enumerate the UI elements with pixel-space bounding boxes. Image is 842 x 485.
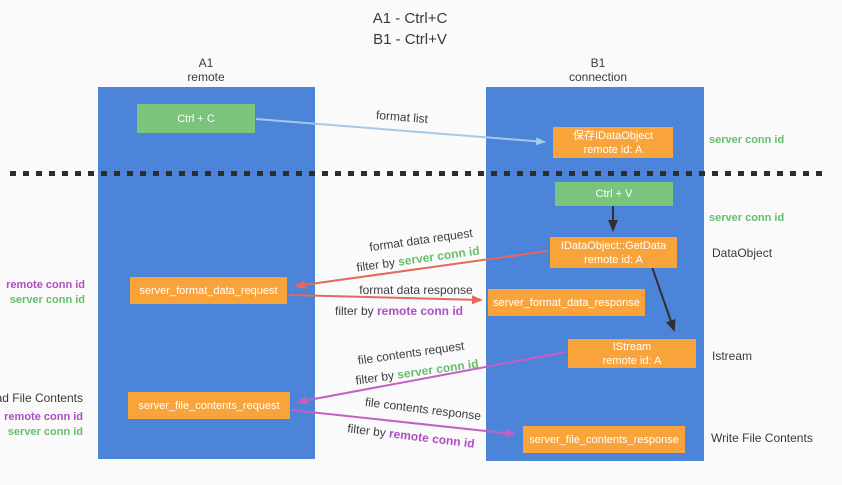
lane-a1-name: A1 [198, 56, 214, 70]
label-filter-by-remote-conn-id-2: filter by remote conn id [347, 421, 476, 450]
node-save-idataobject-line2: remote id: A [583, 143, 643, 156]
node-istream-line2: remote id: A [602, 354, 662, 367]
node-save-idataobject: 保存IDataObject remote id: A [553, 127, 673, 158]
node-getdata-line2: remote id: A [584, 253, 643, 266]
node-file-request-label: server_file_contents_request [138, 399, 280, 412]
lane-header-a1: A1 remote [136, 56, 276, 84]
label-filter-by-remote-conn-id-1: filter by remote conn id [335, 304, 463, 318]
server-conn-id-label: server conn id [7, 426, 83, 438]
node-server-format-data-response: server_format_data_response [488, 289, 645, 316]
label-format-list: format list [375, 107, 429, 127]
dataobject-label: DataObject [712, 246, 773, 260]
node-ctrl-v: Ctrl + V [555, 182, 673, 206]
right-server-conn-id-top: server conn id [709, 134, 785, 146]
read-file-contents-label: Read File Contents [0, 391, 83, 405]
node-getdata-line1: IDataObject::GetData [560, 239, 667, 252]
filter-by-text: filter by [334, 304, 377, 318]
node-istream: IStream remote id: A [568, 339, 696, 368]
remote-conn-id-text: remote conn id [388, 426, 476, 451]
node-idataobject-getdata: IDataObject::GetData remote id: A [550, 237, 677, 268]
istream-label: Istream [712, 349, 753, 363]
lane-b1-subtitle: connection [568, 70, 628, 84]
remote-conn-id-text: remote conn id [377, 304, 464, 318]
node-file-response-label: server_file_contents_response [529, 433, 679, 446]
left-conn-id-block-bottom: remote conn id server conn id [4, 410, 83, 440]
filter-by-text: filter by [354, 367, 399, 388]
left-conn-id-block-top: remote conn id server conn id [6, 278, 85, 308]
node-ctrl-v-label: Ctrl + V [595, 188, 633, 200]
session-divider-line [10, 171, 826, 176]
node-istream-line1: IStream [612, 340, 652, 353]
remote-conn-id-label: remote conn id [6, 279, 85, 291]
right-server-conn-id-mid: server conn id [709, 212, 785, 224]
node-server-file-contents-request: server_file_contents_request [128, 392, 290, 419]
node-ctrl-c-label: Ctrl + C [177, 112, 215, 125]
node-server-file-contents-response: server_file_contents_response [523, 426, 685, 453]
label-format-data-response: format data response [359, 283, 473, 297]
node-save-idataobject-line1: 保存IDataObject [572, 129, 654, 142]
node-format-request-label: server_format_data_request [139, 284, 278, 297]
title-line-1: A1 - Ctrl+C [372, 10, 448, 27]
filter-by-text: filter by [346, 421, 391, 441]
write-file-contents-label: Write File Contents [711, 431, 813, 445]
diagram-title: A1 - Ctrl+C B1 - Ctrl+V [285, 8, 535, 50]
filter-by-text: filter by [355, 254, 400, 275]
label-file-contents-response: file contents response [364, 394, 482, 424]
lane-b1-name: B1 [590, 56, 606, 70]
server-conn-id-label: server conn id [9, 294, 85, 306]
lane-header-b1: B1 connection [528, 56, 668, 84]
node-server-format-data-request: server_format_data_request [130, 277, 287, 304]
node-format-response-label: server_format_data_response [493, 296, 640, 309]
title-line-2: B1 - Ctrl+V [373, 31, 447, 48]
lane-a1-subtitle: remote [187, 70, 225, 84]
node-ctrl-c: Ctrl + C [137, 104, 255, 133]
remote-conn-id-label: remote conn id [4, 411, 83, 423]
